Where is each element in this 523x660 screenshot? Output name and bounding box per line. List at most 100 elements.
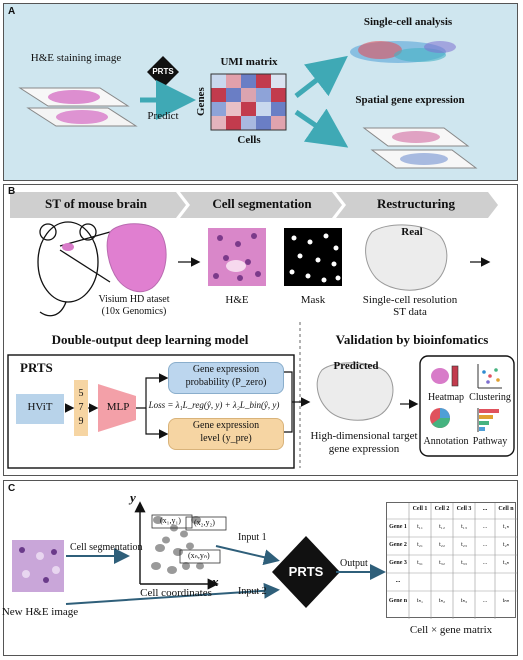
stage-st-mouse-brain: ST of mouse brain (45, 196, 147, 211)
matrix-value: t₃ₙ (502, 560, 510, 566)
matrix-gene-label: ... (395, 578, 401, 584)
num-9: 9 (78, 416, 84, 427)
hd-target-label-1: High-dimensional target (310, 430, 418, 442)
matrix-header-cell: ... (482, 506, 488, 512)
matrix-value: t₁₂ (439, 524, 445, 530)
mlp-block (98, 384, 136, 432)
matrix-header-cell: Cell 3 (456, 506, 472, 512)
st-data-label-1: Single-cell resolution (362, 294, 458, 306)
he-tile-label: H&E (225, 294, 249, 306)
annotation-label: Annotation (423, 436, 469, 447)
real-st-brain (365, 224, 448, 291)
matrix-value: t₃₃ (461, 560, 467, 566)
prts-label-a: PRTS (152, 67, 174, 76)
prts-diamond-c (272, 536, 340, 608)
matrix-value: tₙ₃ (460, 598, 468, 604)
probability-label-1: Gene expression (192, 364, 260, 375)
level-label-1: Gene expression (192, 420, 260, 431)
heatmap-label: Heatmap (427, 392, 465, 403)
level-box (168, 418, 284, 450)
genes-label: Genes (195, 87, 207, 116)
new-he-image (12, 540, 64, 592)
matrix-header-cell: Cell 1 (412, 506, 428, 512)
validation-title: Validation by bioinfomatics (335, 332, 489, 347)
coord-2: (x₂,y₂) (194, 518, 215, 527)
matrix-gene-label: Gene n (388, 598, 408, 604)
matrix-value: tₙₙ (502, 598, 510, 604)
matrix-value: t₃₂ (439, 560, 445, 566)
mlp-label: MLP (106, 401, 130, 413)
spatial-expression-label: Spatial gene expression (355, 94, 465, 106)
stage-cell-segmentation: Cell segmentation (212, 196, 312, 211)
pathway-icon (477, 408, 499, 432)
cell-gene-matrix: Cell 1 Cell 2 Cell 3 ... Cell n Gene 1 t… (386, 502, 517, 619)
he-tile (208, 228, 266, 286)
output-label: Output (340, 558, 368, 569)
panel-b-label: B (8, 186, 16, 197)
matrix-value: t₁₃ (461, 524, 467, 530)
stage-chevron-1 (10, 192, 186, 218)
x-axis-label: x (212, 574, 219, 589)
visium-label-1: Visium HD ataset (98, 294, 170, 305)
panel-a-label: A (8, 6, 16, 17)
annotation-icon (430, 408, 450, 428)
cell-gene-matrix-label: Cell × gene matrix (409, 624, 493, 636)
matrix-value: tₙ₁ (416, 598, 424, 604)
matrix-value: t₂₁ (417, 542, 423, 548)
level-label-2: level (y_pre) (200, 433, 252, 444)
dl-model-title: Double-output deep learning model (51, 332, 249, 347)
loss-formula: Loss = λ₁L_reg(ŷ, y) + λ₂L_bin(ŷ, y) (148, 400, 280, 410)
num-5: 5 (78, 388, 84, 399)
visium-label-2: (10x Genomics) (101, 306, 167, 317)
heatmap-icon (431, 365, 459, 387)
clustering-icon (477, 364, 502, 389)
input-2-label: Input 2 (238, 586, 267, 597)
stage-chevron-3 (336, 192, 498, 218)
matrix-gene-label: Gene 3 (389, 560, 407, 566)
predicted-label: Predicted (333, 360, 379, 372)
cell-segmentation-c-label: Cell segmentation (70, 542, 143, 553)
hd-target-label-2: gene expression (328, 443, 400, 455)
matrix-value: t₂₃ (461, 542, 467, 548)
stage-chevron-2 (180, 192, 342, 218)
mask-tile (284, 228, 342, 286)
spatial-slides-a (362, 127, 478, 169)
clustering-label: Clustering (469, 392, 511, 403)
num-7: 7 (78, 402, 84, 413)
coord-n: (xₙ,yₙ) (188, 551, 210, 560)
mask-tile-label: Mask (300, 294, 326, 306)
coord-1: (x₁,y₁) (160, 516, 181, 525)
umi-matrix-label: UMI matrix (220, 56, 278, 68)
single-cell-cloud (350, 41, 456, 63)
real-label: Real (401, 226, 423, 238)
y-axis-label: y (130, 490, 136, 505)
matrix-value: t₃₁ (417, 560, 423, 566)
matrix-header-cell: Cell 2 (434, 506, 450, 512)
predicted-st-brain (316, 362, 394, 421)
pathway-label: Pathway (472, 436, 508, 447)
prts-label-c: PRTS (288, 564, 324, 579)
new-he-label: New H&E image (1, 606, 79, 618)
st-data-label-2: ST data (393, 306, 427, 318)
matrix-value: t₂₂ (439, 542, 445, 548)
matrix-gene-label: Gene 2 (389, 542, 407, 548)
matrix-value: tₙ₂ (438, 598, 446, 604)
panel-b (3, 184, 518, 476)
matrix-gene-label: Gene 1 (389, 524, 407, 530)
matrix-grid-lines (387, 503, 517, 619)
dl-model-box (7, 354, 295, 469)
he-staining-label: H&E staining image (30, 52, 122, 64)
predict-label: Predict (147, 110, 179, 122)
input-1-label: Input 1 (238, 532, 267, 543)
hvit-block (16, 394, 64, 424)
cell-blobs (151, 516, 204, 574)
prts-label-b: PRTS (20, 360, 53, 375)
matrix-value: ... (482, 524, 488, 530)
panel-c-label: C (8, 483, 16, 494)
probability-box (168, 362, 284, 394)
he-slides-a (18, 87, 138, 127)
cells-label: Cells (237, 134, 261, 146)
matrix-value: t₁ₙ (502, 524, 510, 530)
